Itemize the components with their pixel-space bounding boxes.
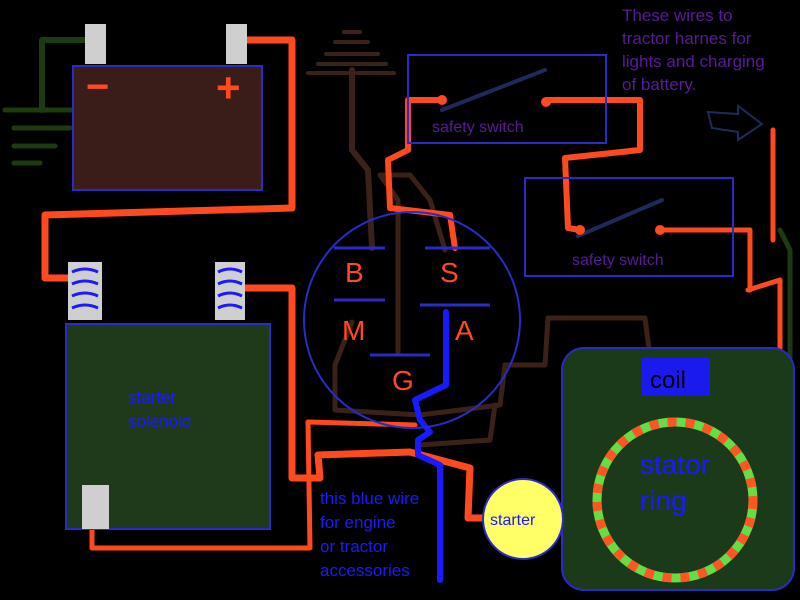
switch-lever-icon bbox=[440, 68, 547, 112]
harness-note-line-3: lights and charging bbox=[622, 52, 765, 71]
blue-wire-note-line-2: for engine bbox=[320, 513, 396, 532]
coil-label: coil bbox=[650, 367, 686, 394]
blue-wire-note-line-4: accessories bbox=[320, 561, 410, 580]
coil-box bbox=[642, 358, 710, 396]
blue-wire-note-line-1: this blue wire bbox=[320, 489, 419, 508]
solenoid-terminal-left bbox=[68, 262, 102, 320]
red-wire-battery-solenoid bbox=[41, 36, 296, 282]
battery-minus-label: − bbox=[86, 65, 109, 109]
stator-ring-orange bbox=[592, 417, 758, 583]
battery: − + bbox=[72, 24, 263, 191]
safety-switch-1-box bbox=[407, 54, 607, 144]
safety-switch-1: safety switch bbox=[407, 54, 607, 144]
battery-plus-label: + bbox=[216, 64, 241, 111]
ground-wire bbox=[39, 37, 96, 113]
starter-solenoid: starter solenoid bbox=[65, 262, 271, 530]
ground-symbol-left bbox=[2, 107, 83, 166]
stator-label-line-1: stator bbox=[640, 449, 710, 480]
starter-body bbox=[482, 478, 564, 560]
switch-contact-icon bbox=[541, 97, 551, 107]
brown-wire-top-ground bbox=[349, 67, 375, 251]
red-wire-solenoid-bottom bbox=[89, 419, 418, 551]
stator-assembly: coil stator ring bbox=[561, 347, 795, 591]
red-wire-solenoid-starter bbox=[241, 284, 494, 522]
brown-wire-g bbox=[377, 172, 448, 355]
harness-note: These wires to tractor harnes for lights… bbox=[622, 6, 765, 142]
terminal-s-label: S bbox=[440, 257, 459, 288]
safety-switch-2: safety switch bbox=[524, 177, 734, 277]
red-wire-switch-link bbox=[545, 97, 643, 233]
switch-contact-icon bbox=[655, 225, 665, 235]
terminal-m-label: M bbox=[342, 315, 365, 346]
brown-wire-m-loop bbox=[417, 402, 498, 448]
solenoid-label-line-2: solenoid bbox=[128, 412, 191, 431]
stator-label-line-2: ring bbox=[640, 485, 687, 516]
solenoid-label-line-1: starter bbox=[128, 388, 177, 407]
blue-wire-note-line-3: or tractor bbox=[320, 537, 388, 556]
blue-wire-accessories bbox=[412, 309, 449, 583]
harness-note-line-2: tractor harnes for bbox=[622, 29, 752, 48]
terminal-b-label: B bbox=[345, 257, 364, 288]
blue-wire-note: this blue wire for engine or tractor acc… bbox=[320, 489, 419, 580]
starter-label: starter bbox=[490, 512, 536, 529]
brown-wire-m bbox=[332, 315, 655, 418]
safety-switch-2-label: safety switch bbox=[572, 252, 664, 269]
safety-switch-2-box bbox=[524, 177, 734, 277]
stator-housing bbox=[561, 347, 795, 591]
ground-symbol-top bbox=[306, 30, 396, 75]
switch-contact-icon bbox=[575, 225, 585, 235]
battery-negative-terminal bbox=[85, 24, 106, 64]
starter-motor: starter bbox=[482, 478, 564, 560]
safety-switch-1-label: safety switch bbox=[432, 119, 524, 136]
terminal-g-label: G bbox=[392, 365, 414, 396]
switch-lever-icon bbox=[576, 198, 664, 238]
battery-positive-terminal bbox=[226, 24, 247, 64]
solenoid-terminal-right bbox=[215, 262, 245, 320]
harness-note-line-4: of battery. bbox=[622, 75, 696, 94]
battery-body bbox=[72, 65, 263, 191]
terminal-a-label: A bbox=[455, 315, 474, 346]
switch-contact-icon bbox=[437, 95, 447, 105]
solenoid-terminal-bottom bbox=[82, 485, 109, 529]
harness-note-line-1: These wires to bbox=[622, 6, 733, 25]
ignition-switch: B S M A G bbox=[303, 211, 521, 429]
ignition-switch-outline bbox=[303, 211, 521, 429]
arrow-icon bbox=[706, 104, 764, 142]
